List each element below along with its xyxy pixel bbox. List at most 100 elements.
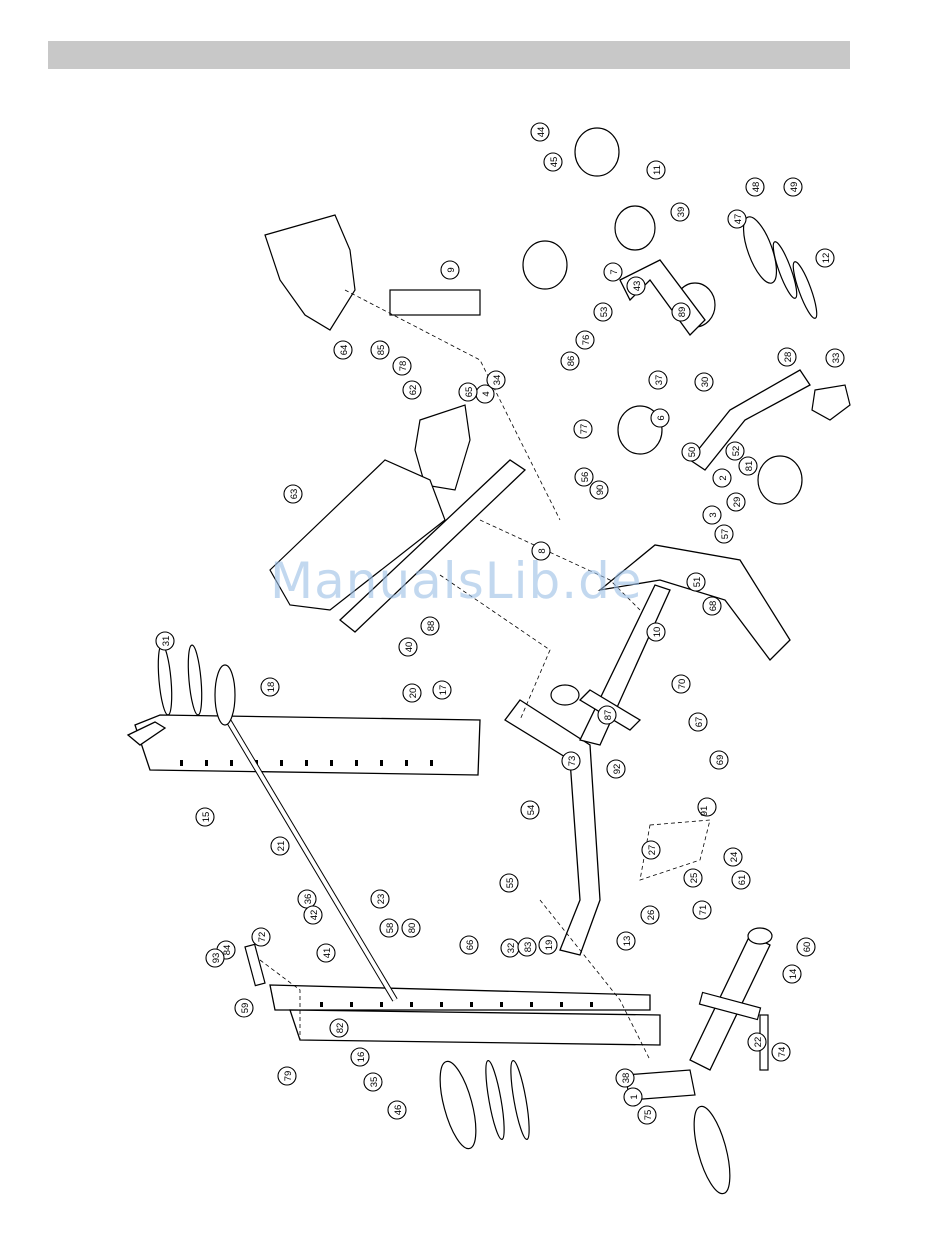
callout-49: 49 [784,178,802,196]
callout-46: 46 [388,1101,406,1119]
callout-28: 28 [778,348,796,366]
small-parts [156,213,821,1197]
svg-text:54: 54 [526,805,537,816]
svg-text:64: 64 [339,345,350,356]
callout-22: 22 [748,1033,766,1051]
callout-32: 32 [501,939,519,957]
callout-63: 63 [284,485,302,503]
svg-text:91: 91 [699,806,710,817]
callout-8: 8 [532,542,550,560]
svg-text:30: 30 [700,377,711,388]
svg-text:28: 28 [783,352,794,363]
svg-text:49: 49 [789,182,800,193]
svg-text:23: 23 [376,894,387,905]
callout-43: 43 [627,277,645,295]
svg-text:50: 50 [687,447,698,458]
svg-text:86: 86 [566,356,577,367]
callout-41: 41 [317,944,335,962]
svg-text:52: 52 [731,446,742,457]
callout-23: 23 [371,890,389,908]
svg-text:42: 42 [309,910,320,921]
callout-65: 65 [459,383,477,401]
callout-93: 93 [206,949,224,967]
callout-66: 66 [460,936,478,954]
callout-85: 85 [371,341,389,359]
svg-text:80: 80 [407,923,418,934]
callout-57: 57 [715,525,733,543]
svg-text:24: 24 [729,852,740,863]
svg-text:21: 21 [276,841,287,852]
svg-text:84: 84 [222,945,233,956]
callout-75: 75 [638,1106,656,1124]
callout-26: 26 [641,906,659,924]
callout-13: 13 [617,932,635,950]
callout-17: 17 [433,681,451,699]
svg-text:14: 14 [788,969,799,980]
svg-text:73: 73 [567,756,578,767]
callout-60: 60 [797,938,815,956]
svg-text:11: 11 [652,165,663,175]
callout-77: 77 [574,420,592,438]
svg-text:7: 7 [609,269,620,274]
svg-text:37: 37 [654,375,665,386]
svg-text:10: 10 [652,627,663,638]
callout-10: 10 [647,623,665,641]
svg-text:17: 17 [438,685,449,696]
svg-text:75: 75 [643,1110,654,1121]
svg-text:43: 43 [632,281,643,292]
callout-37: 37 [649,371,667,389]
callout-2: 2 [713,469,731,487]
svg-text:40: 40 [404,642,415,653]
callout-1: 1 [624,1088,642,1106]
callout-25: 25 [684,869,702,887]
callout-87: 87 [598,706,616,724]
svg-text:60: 60 [802,942,813,953]
callout-72: 72 [252,928,270,946]
svg-text:12: 12 [821,253,832,264]
callout-56: 56 [575,468,593,486]
svg-text:34: 34 [492,375,503,386]
callout-86: 86 [561,352,579,370]
svg-text:90: 90 [595,485,606,496]
svg-text:65: 65 [464,387,475,398]
svg-text:71: 71 [698,905,709,916]
callout-68: 68 [703,597,721,615]
svg-text:44: 44 [536,127,547,138]
seat-assembly [265,215,525,632]
svg-text:62: 62 [408,385,419,396]
svg-text:55: 55 [505,878,516,889]
svg-text:53: 53 [599,307,610,318]
callout-29: 29 [727,493,745,511]
callout-70: 70 [672,675,690,693]
callout-7: 7 [604,263,622,281]
svg-text:36: 36 [303,894,314,905]
callout-14: 14 [783,965,801,983]
callout-71: 71 [693,901,711,919]
svg-text:8: 8 [537,548,548,553]
svg-text:78: 78 [398,361,409,372]
svg-text:3: 3 [708,512,719,517]
callout-15: 15 [196,808,214,826]
leg-developer [523,128,850,745]
callout-27: 27 [642,841,660,859]
svg-text:89: 89 [677,307,688,318]
svg-text:48: 48 [751,182,762,193]
svg-text:29: 29 [732,497,743,508]
callout-21: 21 [271,837,289,855]
callout-40: 40 [399,638,417,656]
callout-44: 44 [531,123,549,141]
svg-text:41: 41 [322,948,333,959]
callout-20: 20 [403,684,421,702]
callout-76: 76 [576,331,594,349]
callout-58: 58 [380,919,398,937]
svg-text:69: 69 [715,755,726,766]
callout-39: 39 [671,203,689,221]
svg-text:56: 56 [580,472,591,483]
svg-text:82: 82 [335,1023,346,1034]
callout-48: 48 [746,178,764,196]
svg-text:27: 27 [647,845,658,856]
callout-52: 52 [726,442,744,460]
callout-3: 3 [703,506,721,524]
svg-text:47: 47 [733,214,744,225]
svg-text:88: 88 [426,621,437,632]
